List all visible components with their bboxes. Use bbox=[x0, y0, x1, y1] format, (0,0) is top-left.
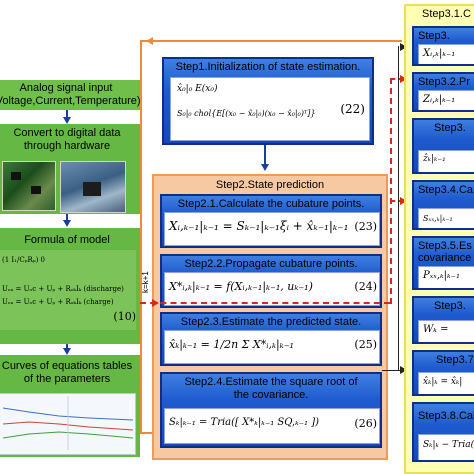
arrow-right-icon bbox=[400, 43, 407, 51]
step2-title: Step2.State prediction bbox=[215, 179, 325, 191]
step1-title: Step1.Initialization of state estimation… bbox=[175, 61, 361, 73]
step3-6-box: Step3. Wₖ = bbox=[412, 296, 474, 344]
step1-eq-line1: x̂₀|₀ E(x₀) bbox=[177, 84, 218, 94]
arrow-shaft-analog-to-convert bbox=[66, 110, 68, 118]
step2-3-equation-panel: x̂ₖ|ₖ₋₁ = 1/2n Σ X*ᵢ,ₖ|ₖ₋₁ (25) bbox=[164, 330, 380, 364]
convert-hardware-title: Convert to digital data through hardware bbox=[13, 127, 121, 152]
arrow-down-icon bbox=[63, 348, 71, 355]
flow-line-step3-up bbox=[398, 46, 399, 370]
step2-1-box: Step2.1.Calculate the cubature points. X… bbox=[160, 194, 382, 248]
convert-hardware-title-box: Convert to digital data through hardware bbox=[0, 126, 140, 154]
analog-signal-input-box: Analog signal input (Voltage,Current,Tem… bbox=[0, 80, 140, 110]
model-link-dashed-to-step3-top bbox=[390, 78, 404, 80]
step3-7-equation: x̂ₖ|ₖ = x̂ₖ| bbox=[418, 372, 474, 394]
step2-2-equation-panel: X*ᵢ,ₖ|ₖ₋₁ = f(Xᵢ,ₖ₋₁|ₖ₋₁, uₖ₋₁) (24) bbox=[164, 272, 380, 306]
step3-4-box: Step3.4.Ca Sₓₓ,ₖ|ₖ₋₁ bbox=[412, 180, 474, 230]
step2-3-equation: x̂ₖ|ₖ₋₁ = 1/2n Σ X*ᵢ,ₖ|ₖ₋₁ bbox=[169, 338, 294, 351]
step3-6-equation: Wₖ = bbox=[418, 320, 474, 342]
step1-box: Step1.Initialization of state estimation… bbox=[162, 57, 374, 145]
arrow-shaft-formula-to-curves bbox=[66, 344, 68, 350]
step3-8-equation: Sₖ|ₖ − Tria( bbox=[418, 434, 474, 460]
formula-title-box: Formula of model bbox=[0, 232, 140, 248]
step2-1-equation-number: (23) bbox=[354, 220, 377, 233]
step3-4-title: Step3.4.Ca bbox=[418, 184, 474, 196]
step3-5-box: Step3.5.Es covariance Pₓₓ,ₖ|ₖ₋₁ bbox=[412, 236, 474, 290]
formula-line: Uₒₐ = Uₒc + Uₚ + RₒₖIₖ (charge) bbox=[2, 298, 114, 306]
arrow-down-icon bbox=[261, 164, 269, 171]
convert-hardware-box: Convert to digital data through hardware bbox=[0, 124, 140, 214]
feedback-line-bottom bbox=[140, 432, 156, 434]
analog-signal-input-title: Analog signal input (Voltage,Current,Tem… bbox=[0, 82, 140, 107]
battery-board-photo bbox=[2, 161, 56, 211]
step2-3-box: Step2.3.Estimate the predicted state. x̂… bbox=[160, 312, 382, 366]
curves-title-box: Curves of equations tables of the parame… bbox=[0, 359, 140, 387]
arrow-right-icon bbox=[400, 75, 407, 83]
hardware-photos bbox=[0, 156, 140, 214]
step3-5-equation: Pₓₓ,ₖ|ₖ₋₁ bbox=[418, 266, 474, 288]
arrow-shaft-convert-to-formula bbox=[66, 214, 68, 222]
feedback-line-top bbox=[140, 40, 402, 42]
step2-4-title: Step2.4.Estimate the square root of the … bbox=[184, 376, 358, 401]
arrow-left-icon bbox=[146, 37, 153, 45]
arrow-shaft-step1-to-step2 bbox=[264, 145, 266, 167]
step2-2-title: Step2.2.Propagate cubature points. bbox=[184, 258, 358, 270]
arrow-right-icon bbox=[400, 197, 407, 205]
step3-1-title: Step3. bbox=[418, 30, 450, 42]
formula-title: Formula of model bbox=[24, 233, 110, 246]
iteration-label: k=k+1 bbox=[141, 271, 150, 293]
step3-3-title: Step3. bbox=[434, 122, 466, 134]
parameter-curves-plot bbox=[0, 393, 136, 455]
curves-tables-box: Curves of equations tables of the parame… bbox=[0, 355, 140, 457]
step2-4-equation-number: (26) bbox=[354, 417, 377, 430]
step1-equation-number: (22) bbox=[340, 102, 365, 116]
step1-eq-line2: S₀|₀ chol{E[(x₀ − x̂₀|₀)(x₀ − x̂₀|₀)ᵀ]} bbox=[177, 109, 316, 118]
step3-5-title: Step3.5.Es covariance bbox=[418, 240, 472, 264]
flow-line-step2-to-step3 bbox=[382, 370, 404, 371]
curves-title: Curves of equations tables of the parame… bbox=[1, 360, 133, 385]
step3-8-box: Step3.8.Calc Sₖ|ₖ − Tria( bbox=[412, 402, 474, 462]
step3-header: Step3.1.C bbox=[422, 8, 471, 20]
formula-line: (1 I₁/CₚRₚ) 0 bbox=[2, 256, 45, 264]
arrow-right-icon bbox=[152, 299, 159, 307]
formula-of-model-box: Formula of model (1 I₁/CₚRₚ) 0 Uₒₐ = Uₒc… bbox=[0, 228, 140, 344]
step3-6-title: Step3. bbox=[434, 300, 466, 312]
step2-2-box: Step2.2.Propagate cubature points. X*ᵢ,ₖ… bbox=[160, 254, 382, 308]
step3-7-box: Step3.7. x̂ₖ|ₖ = x̂ₖ| bbox=[412, 350, 474, 396]
formula-number: (10) bbox=[113, 310, 136, 323]
arrow-right-icon bbox=[400, 366, 407, 374]
step3-3-equation: ẑₖ|ₖ₋₁ bbox=[418, 150, 474, 172]
step2-2-equation: X*ᵢ,ₖ|ₖ₋₁ = f(Xᵢ,ₖ₋₁|ₖ₋₁, uₖ₋₁) bbox=[169, 280, 313, 293]
step3-1-equation: Xᵢ,ₖ|ₖ₋₁ bbox=[418, 44, 474, 64]
step2-3-title: Step2.3.Estimate the predicted state. bbox=[180, 316, 362, 328]
model-link-dashed-line bbox=[140, 302, 390, 304]
step2-4-box: Step2.4.Estimate the square root of the … bbox=[160, 372, 382, 448]
arrow-down-icon bbox=[63, 220, 71, 227]
step2-4-equation-panel: Sₖ|ₖ₋₁ = Tria([ X*ₖ|ₖ₋₁ SQ,ₖ₋₁ ]) (26) bbox=[164, 408, 380, 444]
step3-8-title: Step3.8.Calc bbox=[418, 410, 474, 422]
step3-3-box: Step3. ẑₖ|ₖ₋₁ bbox=[412, 118, 474, 174]
step2-4-equation: Sₖ|ₖ₋₁ = Tria([ X*ₖ|ₖ₋₁ SQ,ₖ₋₁ ]) bbox=[169, 417, 320, 428]
step3-2-equation: Zᵢ,ₖ|ₖ₋₁ bbox=[418, 90, 474, 110]
formula-equations: (1 I₁/CₚRₚ) 0 Uₒₐ = Uₒc + Uₚ + RₒₖIₖ (di… bbox=[0, 250, 136, 330]
step2-1-equation: Xᵢ,ₖ₋₁|ₖ₋₁ = Sₖ₋₁|ₖ₋₁ξᵢ + x̂ₖ₋₁|ₖ₋₁ bbox=[169, 219, 349, 233]
step1-equation-panel: x̂₀|₀ E(x₀) S₀|₀ chol{E[(x₀ − x̂₀|₀)(x₀ … bbox=[170, 77, 370, 141]
step3-7-title: Step3.7. bbox=[436, 354, 474, 366]
model-link-dashed-to-step3-mid bbox=[390, 200, 404, 202]
step3-4-equation: Sₓₓ,ₖ|ₖ₋₁ bbox=[418, 208, 474, 228]
model-link-dashed-vertical bbox=[390, 78, 392, 304]
step2-3-equation-number: (25) bbox=[354, 338, 377, 351]
formula-line: Uₒₐ = Uₒc + Uₚ + RₒₖIₖ (discharge) bbox=[2, 285, 124, 293]
arrow-down-icon bbox=[63, 117, 71, 124]
step3-2-title: Step3.2.Pr bbox=[418, 76, 470, 88]
step3-1-box: Step3. Xᵢ,ₖ|ₖ₋₁ bbox=[412, 26, 474, 66]
feedback-line-left bbox=[140, 40, 142, 434]
hardware-module-photo bbox=[60, 161, 126, 213]
step3-2-box: Step3.2.Pr Zᵢ,ₖ|ₖ₋₁ bbox=[412, 72, 474, 112]
step2-1-equation-panel: Xᵢ,ₖ₋₁|ₖ₋₁ = Sₖ₋₁|ₖ₋₁ξᵢ + x̂ₖ₋₁|ₖ₋₁ (23) bbox=[164, 212, 380, 246]
formula-line bbox=[2, 265, 132, 279]
step2-1-title: Step2.1.Calculate the cubature points. bbox=[177, 198, 365, 210]
parameter-curves-svg bbox=[2, 396, 134, 450]
step2-2-equation-number: (24) bbox=[354, 280, 377, 293]
